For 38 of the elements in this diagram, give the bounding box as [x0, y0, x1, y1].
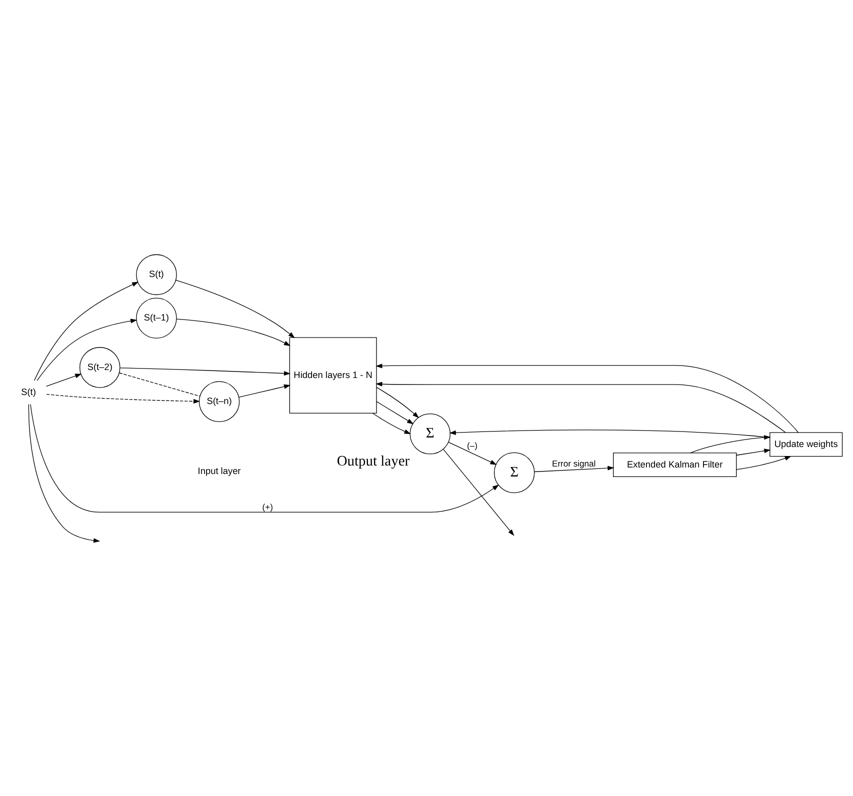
arrow [30, 404, 500, 513]
arrow [372, 412, 411, 434]
node-circle: S(t–1) [136, 298, 177, 338]
arrow [443, 448, 514, 536]
arrow [736, 448, 771, 456]
connector [118, 372, 200, 397]
node-circle: S(t–2) [79, 347, 120, 388]
node-box: Update weights [770, 432, 843, 457]
arrow [34, 282, 139, 381]
node-circle: S(t) [136, 254, 177, 296]
node-text: S(t) [21, 386, 36, 397]
edge-label: (–) [466, 440, 478, 451]
arrow [238, 384, 291, 398]
arrow [46, 374, 82, 387]
arrow [28, 404, 100, 543]
edge-label: Error signal [552, 458, 596, 468]
arrow [449, 430, 770, 438]
node-label: Output layer [336, 454, 410, 470]
node-circle: S(t–n) [198, 381, 240, 422]
node-circle: Σ [494, 452, 535, 494]
arrow [176, 318, 291, 346]
arrow [376, 386, 419, 418]
arrow [376, 401, 414, 424]
arrow [120, 368, 291, 376]
node-box: Hidden layers 1 - N [289, 337, 377, 414]
arrow [376, 364, 799, 433]
node-box: Extended Kalman Filter [613, 452, 737, 477]
arrow [376, 382, 786, 433]
arrow [46, 394, 200, 404]
arrow [534, 466, 614, 472]
node-circle: Σ [410, 414, 451, 454]
edge-label: (+) [262, 502, 273, 512]
arrow [448, 442, 497, 465]
arrow [36, 318, 138, 381]
arrow [736, 456, 792, 470]
arrow [176, 280, 295, 338]
label: Input layer [198, 466, 241, 476]
arrow [690, 435, 771, 454]
